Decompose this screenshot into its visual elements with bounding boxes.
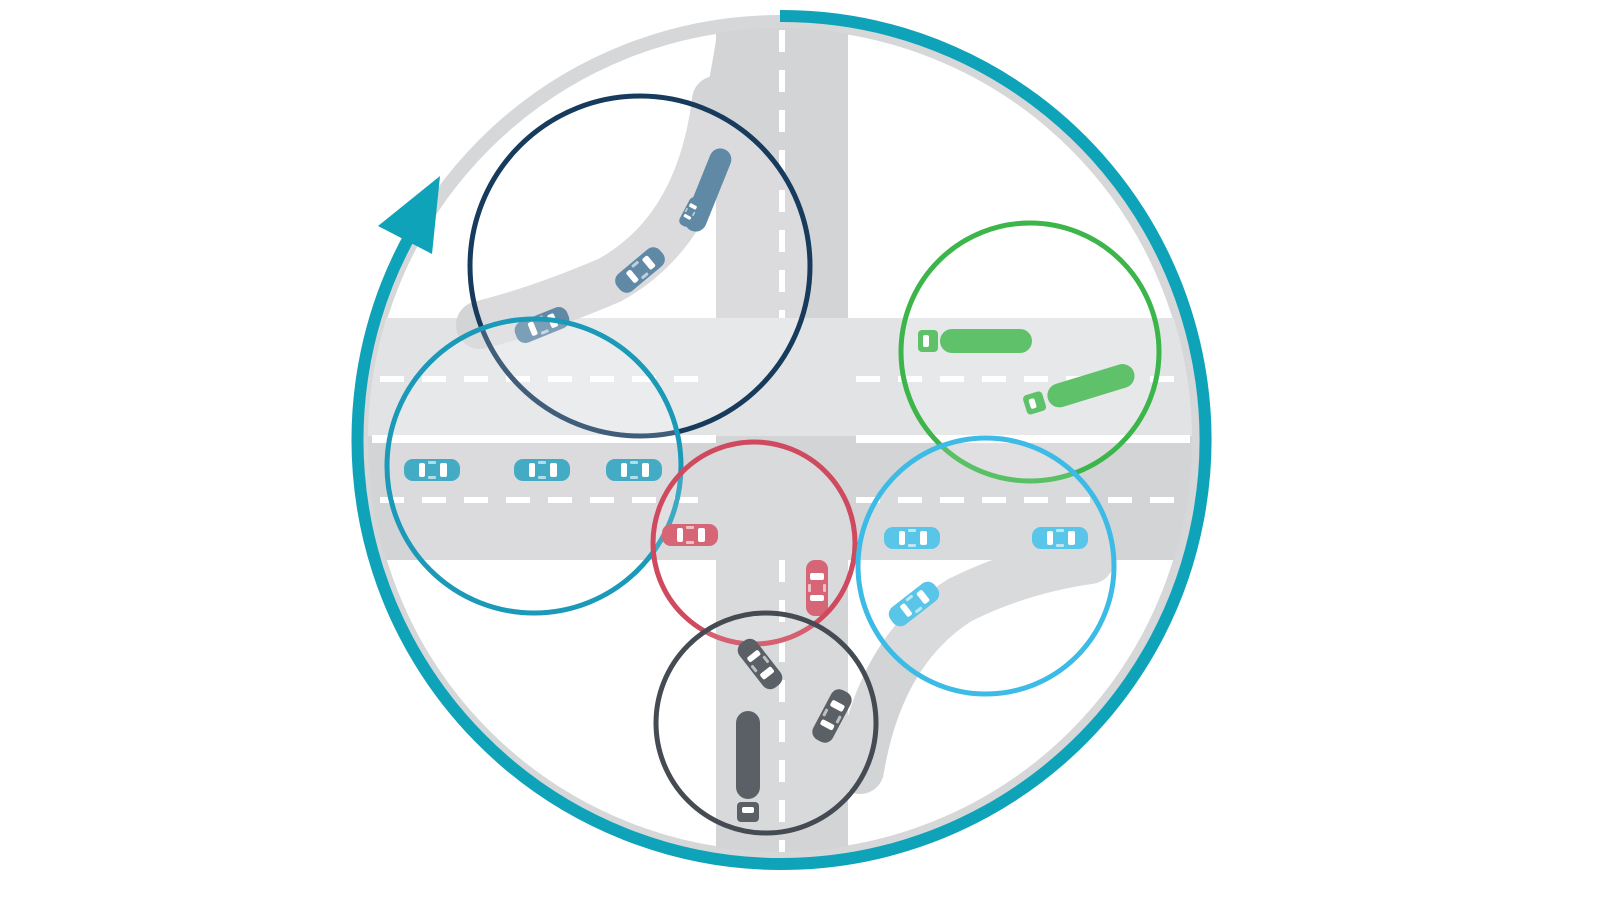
zone-navy [467, 93, 813, 439]
zone-navy-ring [467, 93, 813, 439]
cycle-arrow-arc [351, 9, 1212, 870]
cycle-arrow-head [378, 176, 440, 254]
zone-dark [653, 610, 879, 836]
truck-dark [736, 711, 760, 822]
zone-green-ring [898, 220, 1162, 484]
zone-sky-ring [855, 435, 1117, 697]
zone-sky [855, 435, 1117, 697]
truck-green-2 [1023, 364, 1135, 415]
zone-teal-ring [384, 316, 684, 616]
zone-dark-ring [653, 610, 879, 836]
zone-teal [384, 316, 684, 616]
truck-green-1 [918, 329, 1032, 353]
zone-green [898, 220, 1162, 484]
